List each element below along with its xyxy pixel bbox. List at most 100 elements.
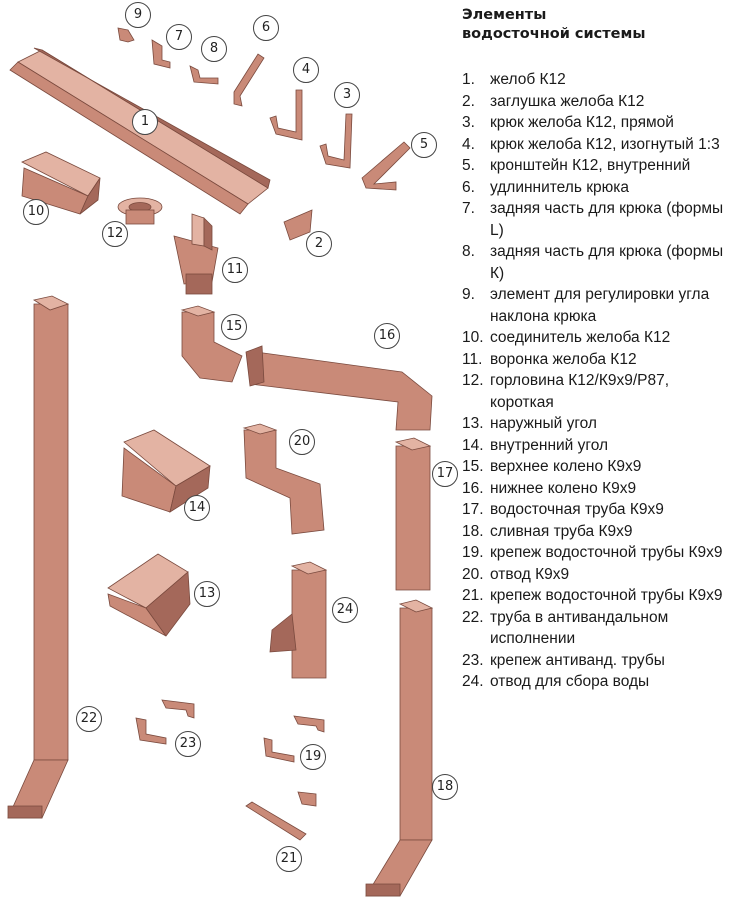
part-12-outlet [117,197,163,225]
legend-item-label: крепеж водосточной трубы К9х9 [490,587,723,604]
legend-item-label: крюк желоба К12, прямой [490,114,674,131]
legend-item-label: крепеж водосточной трубы К9х9 [490,544,723,561]
callout-16: 16 [374,323,400,349]
part-11-funnel [173,213,219,295]
legend-item: 6.удлиннитель крюка [462,177,733,199]
callout-1: 1 [132,109,158,135]
part-2-end-cap [283,209,313,241]
part-17-downpipe [394,437,432,591]
legend-item: 9. элемент для регулировки угла наклона к… [462,284,733,327]
callout-22: 22 [76,706,102,732]
part-21-clamp [245,791,317,841]
part-3-hook [319,113,353,169]
legend-list: 1. желоб К12 2. заглушка желоба К12 3. крюк ж… [462,69,733,693]
callout-17: 17 [432,461,458,487]
callout-13: 13 [194,581,220,607]
callout-8: 8 [201,36,227,62]
legend-item-label: горловина К12/К9х9/Р87, короткая [490,372,670,411]
callout-21: 21 [276,846,302,872]
callout-10: 10 [23,199,49,225]
callout-4: 4 [293,57,319,83]
legend-item-number: 19. [462,544,484,561]
legend-item-label: водосточная труба К9х9 [490,501,664,518]
callout-24: 24 [332,597,358,623]
part-18-drain [365,599,434,897]
part-15-elbow [180,305,243,383]
legend-item: 23.крепеж антиванд. трубы [462,650,733,672]
part-4-hook [269,89,303,141]
legend-item: 22. труба в антивандальном исполнении [462,607,733,650]
legend-item: 11. воронка желоба К12 [462,349,733,371]
callout-7: 7 [166,24,192,50]
callout-14: 14 [184,495,210,521]
legend-item-number: 17. [462,501,484,518]
callout-2: 2 [306,231,332,257]
part-6-extender [233,53,265,107]
legend-item: 12. горловина К12/К9х9/Р87, короткая [462,370,733,413]
legend-item-label: труба в антивандальном исполнении [490,608,669,648]
legend-item: 20. отвод К9х9 [462,564,733,586]
callout-5: 5 [411,132,437,158]
legend-item-number: 22. [462,608,484,626]
callout-18: 18 [432,774,458,800]
callout-19: 19 [300,744,326,770]
legend-item: 24.отвод для сбора воды [462,671,733,693]
legend-item: 19. крепеж водосточной трубы К9х9 [462,542,733,564]
legend-item-label: нижнее колено К9х9 [490,479,637,497]
legend-item: 7. задняя часть для крюка (формы L) [462,198,733,241]
callout-15: 15 [221,314,247,340]
legend-item-number: 9. [462,286,475,303]
legend-item-number: 7. [462,200,475,217]
legend-item-label: заглушка желоба К12 [490,92,645,110]
legend-item-number: 20. [462,565,484,583]
legend-item-number: 5. [462,157,475,174]
legend-item-label: задняя часть для крюка (формы L) [490,200,724,239]
legend-item: 8.задняя часть для крюка (формы К) [462,241,733,284]
part-23-clamp [135,699,195,745]
legend-item-label: элемент для регулировки угла наклона крю… [490,286,710,325]
legend-item: 10.соединитель желоба К12 [462,327,733,349]
legend-item-number: 8. [462,243,475,260]
legend-item-number: 1. [462,71,475,88]
legend-item: 17. водосточная труба К9х9 [462,499,733,521]
part-16-elbow [245,345,433,431]
part-8-back-k [189,65,219,85]
legend-item-number: 13. [462,415,484,432]
callout-23: 23 [175,731,201,757]
legend-item-label: крюк желоба К12, изогнутый 1:3 [490,135,720,153]
legend-title: Элементы водосточной системы [462,7,646,42]
legend-item-label: наружный угол [490,415,597,432]
legend-item-number: 18. [462,522,484,540]
legend-item-number: 6. [462,178,475,196]
legend-item-label: внутренний угол [490,436,609,454]
part-5-bracket [361,141,411,191]
part-13-outer-corner [107,553,191,637]
legend-item-label: отвод К9х9 [490,565,570,583]
part-9-adjust [117,27,135,43]
legend-item-label: крепеж антиванд. трубы [490,651,665,669]
legend-item-label: воронка желоба К12 [490,350,637,368]
part-10-connector [21,151,101,215]
legend-item-number: 3. [462,114,475,131]
part-7-back-l [151,39,171,69]
legend-item: 2. заглушка желоба К12 [462,91,733,113]
callout-6: 6 [253,15,279,41]
part-14-inner-corner [121,429,211,513]
legend-item-label: сливная труба К9х9 [490,522,633,540]
legend-item-number: 12. [462,372,484,389]
legend-item: 1. желоб К12 [462,69,733,91]
legend-item-number: 11. [462,350,483,368]
legend-item-number: 10. [462,329,484,346]
legend-item-label: желоб К12 [490,71,566,88]
legend-item-number: 4. [462,135,475,153]
legend-item-number: 21. [462,587,484,604]
legend-item-label: отвод для сбора воды [490,673,650,690]
legend-item: 4. крюк желоба К12, изогнутый 1:3 [462,134,733,156]
legend: Элементы водосточной системы 1. желоб К12… [462,6,733,693]
legend-item: 21. крепеж водосточной трубы К9х9 [462,585,733,607]
legend-item-number: 2. [462,92,475,110]
legend-item: 3. крюк желоба К12, прямой [462,112,733,134]
legend-item: 14.внутренний угол [462,435,733,457]
